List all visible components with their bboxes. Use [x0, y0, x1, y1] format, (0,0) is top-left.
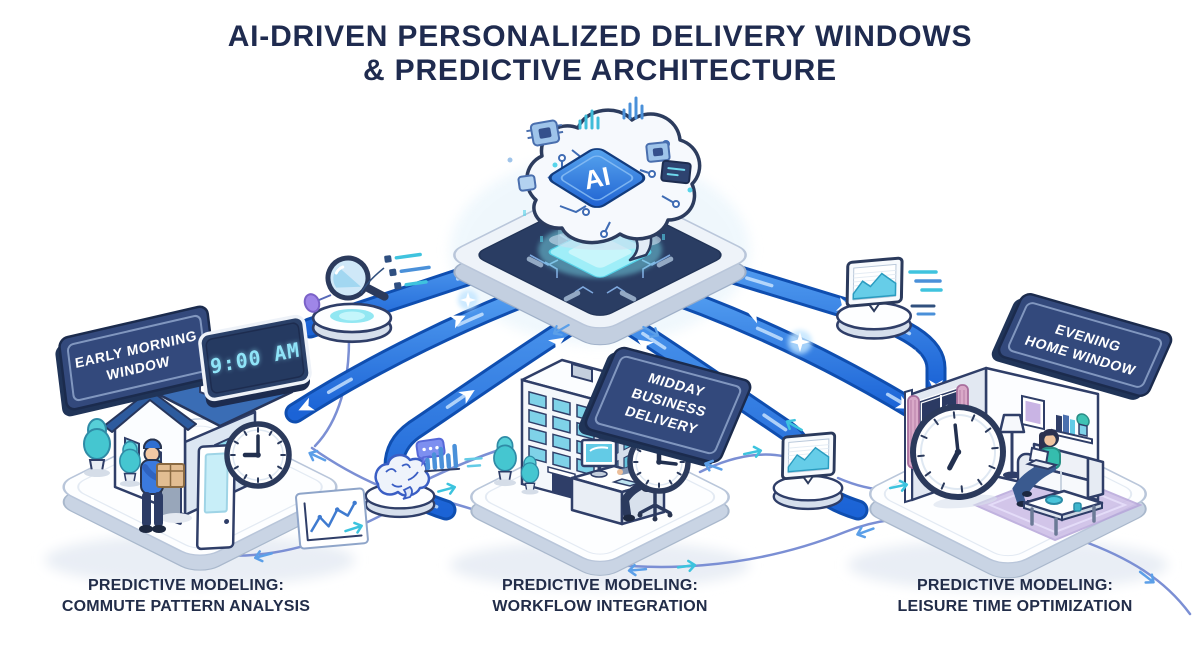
sign-early-morning: EARLY MORNING WINDOW	[55, 305, 216, 417]
caption-leisure: PREDICTIVE MODELING: LEISURE TIME OPTIMI…	[839, 576, 1191, 618]
mini-brain-node	[364, 437, 446, 519]
ai-chip-label: AI	[581, 161, 613, 196]
magnifier-node	[303, 252, 431, 344]
sign-evening: EVENING HOME WINDOW	[991, 293, 1173, 400]
relaxing-person	[1012, 429, 1061, 507]
desk-monitor	[580, 438, 618, 478]
ai-core: AI	[453, 96, 747, 346]
couch-with-person	[1012, 429, 1105, 508]
large-analog-clock-icon	[910, 404, 1006, 509]
speed-lines-icon	[908, 270, 943, 316]
ai-chip-icon: AI	[548, 148, 646, 208]
floating-elements	[507, 96, 693, 193]
scene-early-morning: EARLY MORNING WINDOW 9:00 AM 9:00 AM	[55, 305, 338, 571]
caption-commute: PREDICTIVE MODELING: COMMUTE PATTERN ANA…	[10, 576, 362, 618]
picture-frame	[1021, 394, 1045, 431]
caption-line-2: WORKFLOW INTEGRATION	[492, 597, 708, 615]
title-line-1: AI-DRIVEN PERSONALIZED DELIVERY WINDOWS	[227, 20, 973, 53]
scene-evening: EVENING HOME WINDOW	[869, 293, 1173, 579]
caption-line-1: PREDICTIVE MODELING:	[916, 577, 1113, 594]
data-dot	[303, 293, 321, 313]
sign-midday: MIDDAY BUSINESS DELIVERY	[578, 346, 752, 467]
coffee-table	[1022, 489, 1104, 536]
shelf	[1051, 413, 1093, 445]
chart-monitor-node	[836, 256, 943, 340]
analog-clock-icon	[224, 421, 292, 489]
caption-line-1: PREDICTIVE MODELING:	[501, 577, 698, 594]
connector	[318, 294, 332, 301]
chart-monitor-node-small	[772, 431, 844, 511]
scene-midday: MIDDAY BUSINESS DELIVERY	[470, 346, 752, 576]
checklist-icon	[384, 252, 431, 290]
chip-icon	[517, 174, 537, 192]
caption-line-2: LEISURE TIME OPTIMIZATION	[897, 597, 1133, 615]
bar-chart-icon	[424, 443, 483, 473]
chip-icon	[645, 141, 671, 163]
signal-bars-icon	[622, 96, 644, 120]
floor-lamp	[998, 413, 1026, 479]
data-pipes	[295, 250, 943, 510]
diagram-title: AI-DRIVEN PERSONALIZED DELIVERY WINDOWS …	[0, 20, 1200, 87]
signal-bars-icon	[578, 109, 600, 130]
title-line-2: & PREDICTIVE ARCHITECTURE	[363, 53, 837, 87]
line-chart-icon	[295, 487, 369, 550]
connector	[360, 267, 385, 294]
delivery-person	[139, 438, 185, 533]
door-panel	[195, 443, 237, 551]
code-card-icon	[660, 159, 692, 185]
caption-workflow: PREDICTIVE MODELING: WORKFLOW INTEGRATIO…	[424, 576, 776, 618]
digital-clock-icon: 9:00 AM 9:00 AM	[198, 314, 312, 408]
frame-slots	[526, 256, 674, 302]
caption-line-1: PREDICTIVE MODELING:	[87, 577, 284, 594]
chip-icon	[526, 119, 564, 147]
caption-line-2: COMMUTE PATTERN ANALYSIS	[61, 597, 311, 615]
magnifier-icon	[325, 255, 389, 301]
pipe-sparkles	[458, 290, 921, 361]
